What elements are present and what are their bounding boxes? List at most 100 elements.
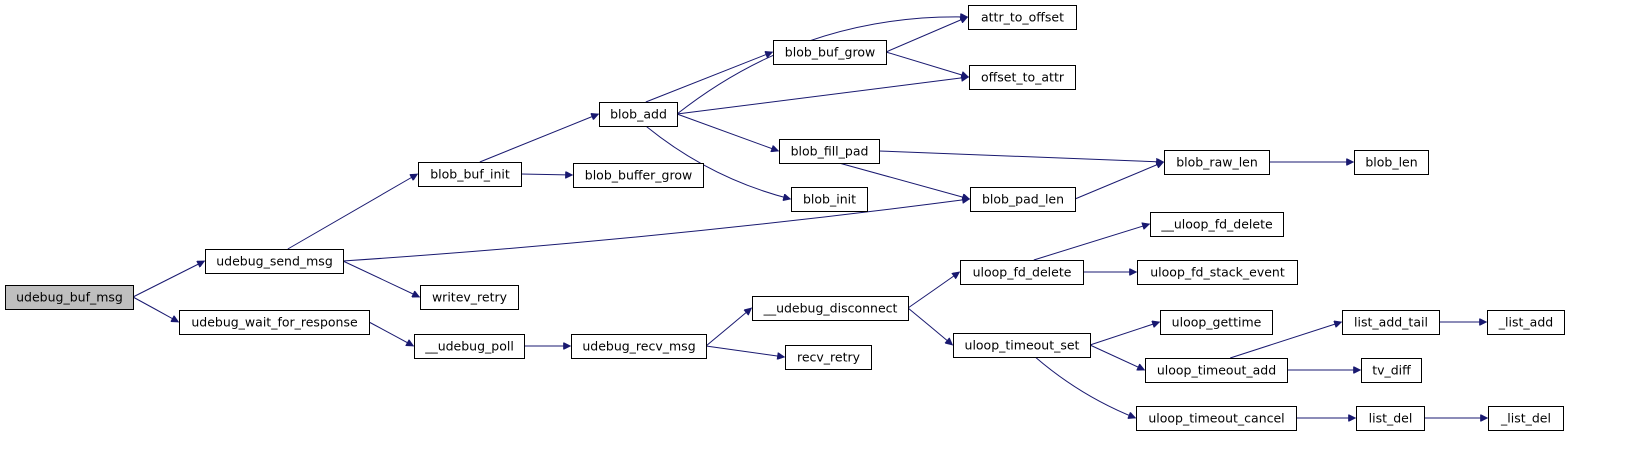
node-uloop-timeout-cancel[interactable]: uloop_timeout_cancel: [1136, 406, 1297, 431]
node-label: attr_to_offset: [981, 10, 1064, 25]
node-blob-len[interactable]: blob_len: [1354, 150, 1429, 175]
node-udebug-disconnect[interactable]: __udebug_disconnect: [752, 296, 909, 321]
node-udebug-send-msg[interactable]: udebug_send_msg: [205, 249, 344, 274]
node-box: [1488, 406, 1564, 431]
node-attr-to-offset[interactable]: attr_to_offset: [968, 5, 1077, 30]
node-box: [418, 162, 522, 187]
node-box: [953, 333, 1091, 358]
node-blob-add[interactable]: blob_add: [599, 102, 678, 127]
edge-blob-fill-pad-to-blob-pad-len: [838, 162, 970, 199]
node-box: [968, 5, 1077, 30]
node-label: blob_len: [1365, 155, 1417, 170]
node-label: udebug_recv_msg: [582, 339, 695, 354]
node-udebug-wait-for-response[interactable]: udebug_wait_for_response: [179, 310, 370, 335]
node-box: [1342, 310, 1440, 335]
node-tv-diff[interactable]: tv_diff: [1361, 358, 1422, 383]
node-box: [573, 163, 704, 188]
node-label: uloop_fd_stack_event: [1150, 265, 1285, 280]
edge-blob-add-to-blob-fill-pad: [676, 113, 779, 151]
node-list-add-tail[interactable]: list_add_tail: [1342, 310, 1440, 335]
node-uloop-timeout-add[interactable]: uloop_timeout_add: [1145, 358, 1288, 383]
node-label: blob_raw_len: [1176, 155, 1258, 170]
node-box: [785, 345, 872, 370]
node-label: blob_init: [803, 192, 856, 207]
node-offset-to-attr[interactable]: offset_to_attr: [969, 65, 1076, 90]
node-box: [1354, 150, 1429, 175]
edges-layer: [132, 17, 1488, 418]
edge-uloop-timeout-set-to-uloop-timeout-cancel: [1034, 356, 1135, 418]
node-box: [1487, 310, 1565, 335]
node-blob-buffer-grow[interactable]: blob_buffer_grow: [573, 163, 704, 188]
node-box: [773, 40, 887, 65]
edge-udebug-send-msg-to-writev-retry: [342, 260, 420, 297]
node-box: [179, 310, 370, 335]
node-box: [420, 285, 519, 310]
edge-udebug-buf-msg-to-udebug-wait-for-response: [132, 296, 179, 323]
edge-blob-buf-init-to-blob-add: [479, 114, 599, 163]
node-box: [791, 187, 868, 212]
node-udebug-poll[interactable]: __udebug_poll: [414, 334, 525, 359]
edge-blob-buf-init-to-blob-buffer-grow: [520, 174, 573, 175]
node-label: __uloop_fd_delete: [1160, 217, 1273, 232]
node-uloop-fd-delete[interactable]: __uloop_fd_delete: [1150, 212, 1284, 237]
node-box: [1150, 212, 1284, 237]
node-box: [1164, 150, 1270, 175]
node-uloop-fd-delete[interactable]: uloop_fd_delete: [960, 260, 1084, 285]
edge-blob-fill-pad-to-blob-raw-len: [878, 150, 1164, 162]
edge-blob-add-to-blob-buf-grow: [645, 52, 773, 103]
node-box: [1361, 358, 1422, 383]
node-label: uloop_timeout_add: [1157, 363, 1276, 378]
node-list-add[interactable]: _list_add: [1487, 310, 1565, 335]
node-writev-retry[interactable]: writev_retry: [420, 285, 519, 310]
node-label: writev_retry: [432, 290, 508, 305]
edge-udebug-buf-msg-to-udebug-send-msg: [132, 260, 205, 298]
node-box: [205, 249, 344, 274]
node-label: blob_buf_init: [430, 167, 510, 182]
nodes-layer: udebug_buf_msg udebug_send_msg udebug_wait…: [5, 5, 1565, 431]
edge-udebug-wait-for-response-to-udebug-poll: [368, 321, 414, 347]
node-blob-pad-len[interactable]: blob_pad_len: [970, 187, 1076, 212]
node-label: blob_buf_grow: [785, 45, 875, 60]
node-label: udebug_wait_for_response: [191, 315, 358, 330]
edge-uloop-timeout-set-to-uloop-gettime: [1089, 322, 1160, 346]
node-udebug-buf-msg[interactable]: udebug_buf_msg: [5, 285, 134, 310]
node-label: recv_retry: [797, 350, 861, 365]
node-box: [571, 334, 707, 359]
node-label: tv_diff: [1372, 363, 1411, 378]
node-blob-buf-grow[interactable]: blob_buf_grow: [773, 40, 887, 65]
edge-udebug-send-msg-to-blob-buf-init: [287, 173, 418, 250]
node-label: uloop_gettime: [1172, 315, 1262, 330]
edge-udebug-send-msg-to-blob-pad-len: [342, 199, 970, 262]
node-box: [599, 102, 678, 127]
node-label: offset_to_attr: [981, 70, 1065, 85]
node-uloop-fd-stack-event[interactable]: uloop_fd_stack_event: [1137, 260, 1298, 285]
node-box: [779, 139, 880, 164]
node-blob-fill-pad[interactable]: blob_fill_pad: [779, 139, 880, 164]
node-blob-init[interactable]: blob_init: [791, 187, 868, 212]
node-label: blob_pad_len: [982, 192, 1064, 207]
edge-udebug-disconnect-to-uloop-fd-delete: [907, 272, 960, 309]
node-label: udebug_send_msg: [216, 254, 333, 269]
edge-blob-add-to-attr-to-offset: [676, 17, 968, 115]
edge-blob-buf-grow-to-offset-to-attr: [885, 51, 969, 77]
node-label: __udebug_disconnect: [763, 301, 898, 316]
node-uloop-gettime[interactable]: uloop_gettime: [1160, 310, 1273, 335]
node-list-del[interactable]: _list_del: [1488, 406, 1564, 431]
node-list-del[interactable]: list_del: [1356, 406, 1425, 431]
edge-blob-add-to-offset-to-attr: [676, 77, 969, 115]
edge-uloop-timeout-set-to-uloop-timeout-add: [1089, 344, 1145, 370]
node-label: blob_fill_pad: [791, 144, 869, 159]
node-box: [969, 65, 1076, 90]
node-recv-retry[interactable]: recv_retry: [785, 345, 872, 370]
node-udebug-recv-msg[interactable]: udebug_recv_msg: [571, 334, 707, 359]
node-box: [1356, 406, 1425, 431]
node-label: list_add_tail: [1354, 315, 1428, 330]
edge-udebug-recv-msg-to-udebug-disconnect: [705, 308, 752, 347]
node-blob-raw-len[interactable]: blob_raw_len: [1164, 150, 1270, 175]
node-label: blob_buffer_grow: [585, 168, 692, 183]
node-blob-buf-init[interactable]: blob_buf_init: [418, 162, 522, 187]
node-label: _list_add: [1498, 315, 1553, 330]
node-uloop-timeout-set[interactable]: uloop_timeout_set: [953, 333, 1091, 358]
node-label: list_del: [1369, 411, 1413, 426]
